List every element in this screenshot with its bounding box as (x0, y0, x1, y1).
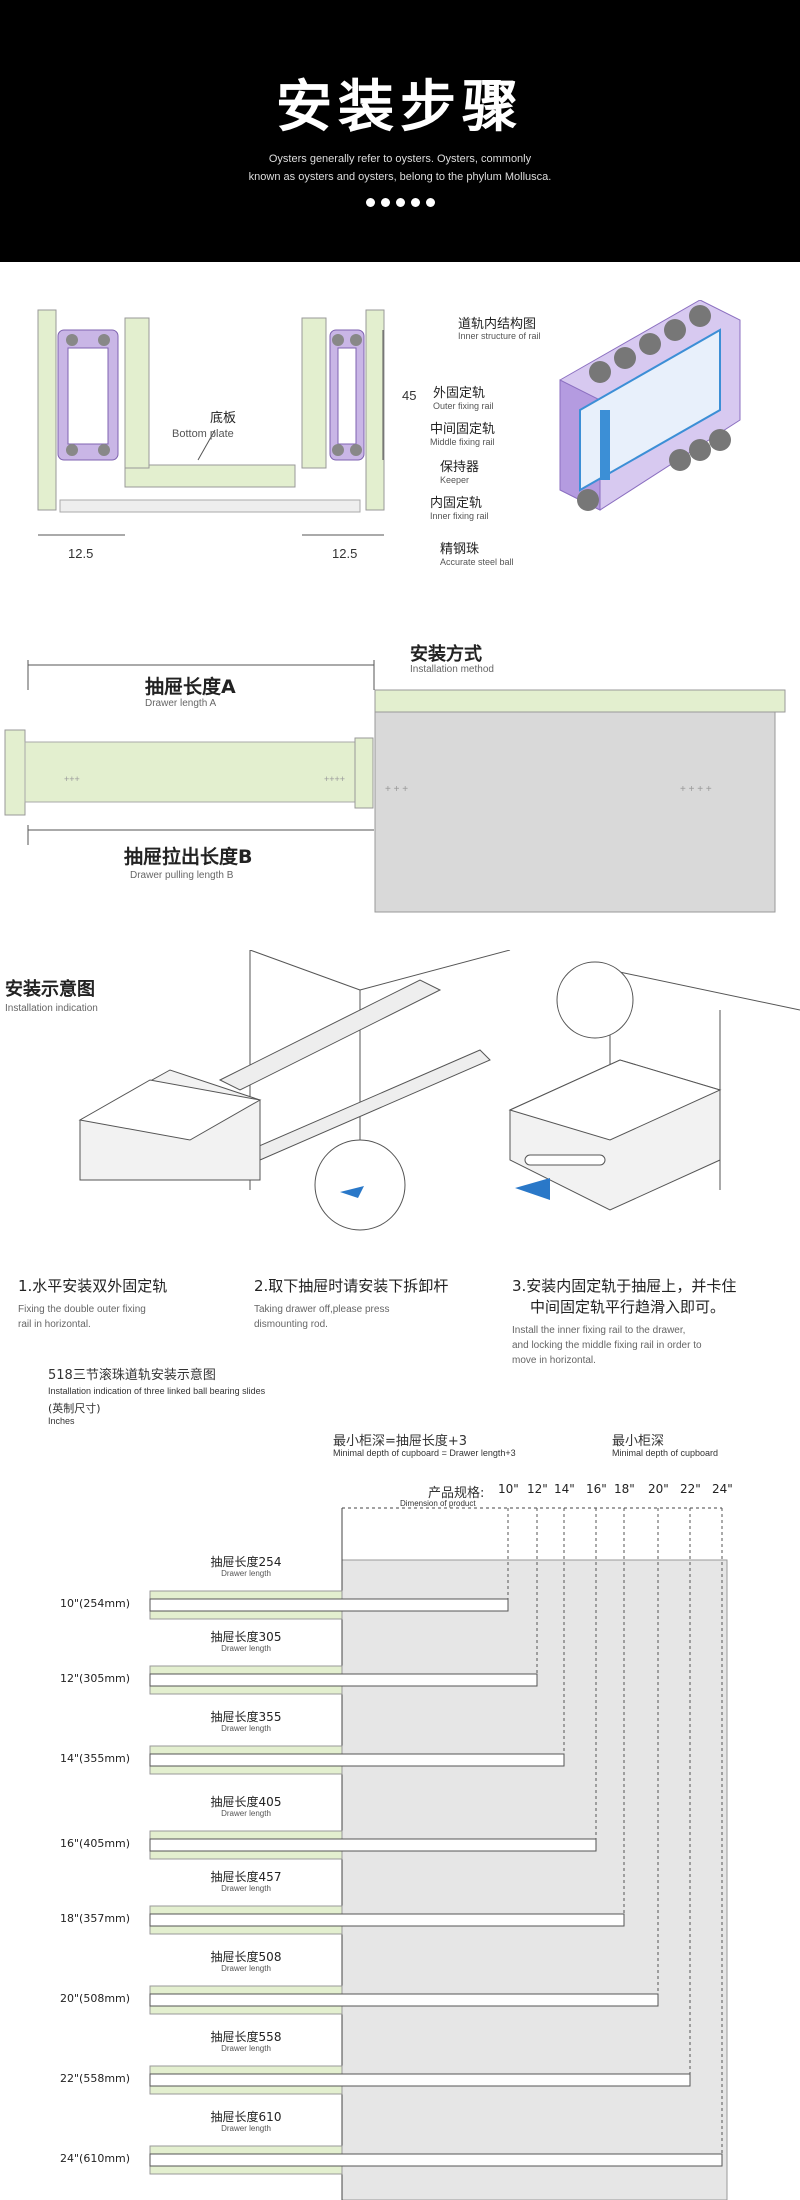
subtitle-line-1: Oysters generally refer to oysters. Oyst… (268, 153, 532, 165)
drawer-length-a-label-en: Drawer length A (145, 698, 217, 709)
row-size-label: 18"(357mm) (60, 1912, 131, 1925)
size-chart-diagram (149, 1507, 728, 2200)
row-drawer-length-en: Drawer length (221, 1644, 271, 1653)
svg-text:+ + +: + + + (385, 784, 408, 795)
spec-size-6: 22" (680, 1482, 701, 1496)
drawer-pull-length-b-label-en: Drawer pulling length B (130, 870, 234, 881)
part-accurate-steel-ball: 精钢珠 Accurate steel ball (440, 542, 514, 567)
unit-label: (英制尺寸) (48, 1402, 101, 1415)
installation-indication-title-en: Installation indication (5, 1003, 98, 1014)
slide-rail-6 (149, 2073, 691, 2087)
row-drawer-length-en: Drawer length (221, 1964, 271, 1973)
row-drawer-length: 抽屉长度405 (210, 1795, 282, 1809)
row-drawer-length-en: Drawer length (221, 1884, 271, 1893)
spec-size-1: 12" (527, 1482, 548, 1496)
installation-indication-diagram (78, 950, 800, 1231)
part-middle-fixing-rail: 中间固定轨 Middle fixing rail (430, 422, 496, 447)
spec-size-2: 14" (554, 1482, 575, 1496)
page-title: 安装步骤 (276, 75, 524, 140)
row-drawer-length: 抽屉长度508 (210, 1950, 282, 1964)
step-1: 1.水平安装双外固定轨 Fixing the double outer fixi… (18, 1277, 168, 1330)
spec-size-5: 20" (648, 1482, 669, 1496)
size-chart-title: 518三节滚珠道轨安装示意图 (48, 1368, 216, 1383)
left-dimension: 12.5 (68, 546, 94, 561)
step-3: 3.安装内固定轨于抽屉上，并卡住 中间固定轨平行趋滑入即可。 Install t… (512, 1277, 737, 1366)
spec-size-0: 10" (498, 1482, 519, 1496)
unit-label-en: Inches (48, 1416, 75, 1426)
inner-structure-title: 道轨内结构图 (458, 317, 537, 332)
part-outer-fixing-rail: 外固定轨 Outer fixing rail (433, 386, 494, 411)
hero-banner: 安装步骤 Oysters generally refer to oysters.… (0, 0, 800, 262)
spec-label-en: Dimension of product (400, 1499, 476, 1508)
min-cupboard-label-en: Minimal depth of cupboard (612, 1448, 719, 1458)
row-size-label: 16"(405mm) (60, 1837, 131, 1850)
part-keeper: 保持器 Keeper (440, 460, 480, 485)
bottom-plate-label-en: Bottom plate (172, 428, 234, 440)
height-dimension: 45 (402, 388, 417, 403)
row-drawer-length: 抽屉长度355 (210, 1710, 282, 1724)
row-size-label: 20"(508mm) (60, 1992, 131, 2005)
spec-label: 产品规格: (428, 1486, 485, 1501)
subtitle-line-2: known as oysters and oysters, belong to … (248, 171, 552, 183)
svg-text:++++: ++++ (324, 774, 345, 784)
page-subtitle: Oysters generally refer to oysters. Oyst… (0, 150, 800, 186)
row-size-label: 14"(355mm) (60, 1752, 131, 1765)
min-depth-formula-en: Minimal depth of cupboard = Drawer lengt… (333, 1448, 516, 1458)
pager-dots (0, 194, 800, 212)
svg-text:+++: +++ (64, 774, 80, 784)
row-size-label: 24"(610mm) (60, 2152, 131, 2165)
min-depth-formula: 最小柜深=抽屉长度+3 (333, 1434, 468, 1449)
min-cupboard-label: 最小柜深 (612, 1434, 665, 1449)
installation-indication-title: 安装示意图 (5, 979, 95, 1000)
row-drawer-length: 抽屉长度254 (210, 1555, 282, 1569)
slide-rail-2 (149, 1753, 565, 1767)
size-chart-title-en: Installation indication of three linked … (48, 1386, 266, 1396)
installation-method-diagram: +++ ++++ + + + + + + + (4, 660, 786, 913)
bottom-plate-label: 底板 (210, 411, 237, 426)
row-drawer-length-en: Drawer length (221, 1724, 271, 1733)
row-drawer-length: 抽屉长度305 (210, 1630, 282, 1644)
row-drawer-length-en: Drawer length (221, 2044, 271, 2053)
step-2: 2.取下抽屉时请安装下拆卸杆 Taking drawer off,please … (254, 1277, 449, 1330)
row-drawer-length-en: Drawer length (221, 1809, 271, 1818)
svg-text:+ + + +: + + + + (680, 784, 712, 795)
slide-rail-7 (149, 2153, 723, 2167)
row-drawer-length: 抽屉长度558 (210, 2030, 282, 2044)
row-drawer-length-en: Drawer length (221, 1569, 271, 1578)
bottom-plate-diagram (37, 309, 385, 536)
row-size-label: 12"(305mm) (60, 1672, 131, 1685)
slide-rail-0 (149, 1598, 509, 1612)
slide-rail-3 (149, 1838, 597, 1852)
row-drawer-length: 抽屉长度610 (210, 2110, 282, 2124)
part-inner-fixing-rail: 内固定轨 Inner fixing rail (430, 496, 489, 521)
row-drawer-length-en: Drawer length (221, 2124, 271, 2133)
inner-structure-title-en: Inner structure of rail (458, 331, 541, 341)
slide-rail-4 (149, 1913, 625, 1927)
spec-size-7: 24" (712, 1482, 733, 1496)
row-size-label: 22"(558mm) (60, 2072, 131, 2085)
inner-rail-structure (559, 300, 741, 511)
spec-size-3: 16" (586, 1482, 607, 1496)
right-dimension: 12.5 (332, 546, 358, 561)
row-drawer-length: 抽屉长度457 (210, 1870, 282, 1884)
slide-rail-1 (149, 1673, 538, 1687)
drawer-pull-length-b-label: 抽屉拉出长度B (124, 846, 253, 868)
drawer-length-a-label: 抽屉长度A (145, 676, 236, 698)
spec-size-4: 18" (614, 1482, 635, 1496)
row-size-label: 10"(254mm) (60, 1597, 131, 1610)
installation-method-title-en: Installation method (410, 664, 494, 675)
slide-rail-5 (149, 1993, 659, 2007)
installation-method-title: 安装方式 (410, 644, 482, 665)
